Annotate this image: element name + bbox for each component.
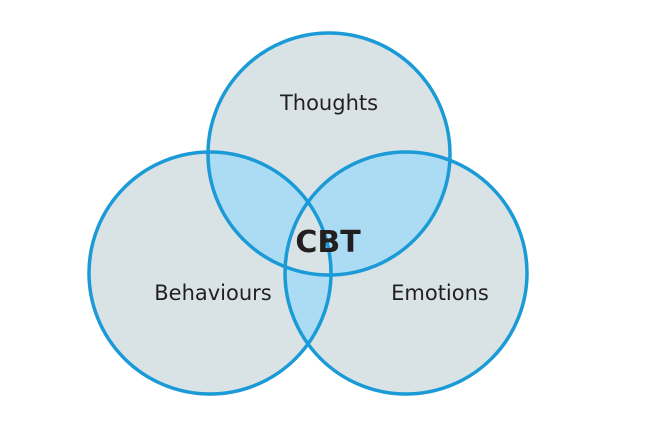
- behaviours-label: Behaviours: [154, 281, 272, 305]
- behaviours-circle-outline: [87, 150, 333, 396]
- thoughts-circle-outline: [206, 31, 452, 277]
- emotions-circle-outline: [283, 150, 529, 396]
- center-label: CBT: [295, 225, 361, 260]
- emotions-label: Emotions: [391, 281, 489, 305]
- thoughts-label: Thoughts: [279, 91, 378, 115]
